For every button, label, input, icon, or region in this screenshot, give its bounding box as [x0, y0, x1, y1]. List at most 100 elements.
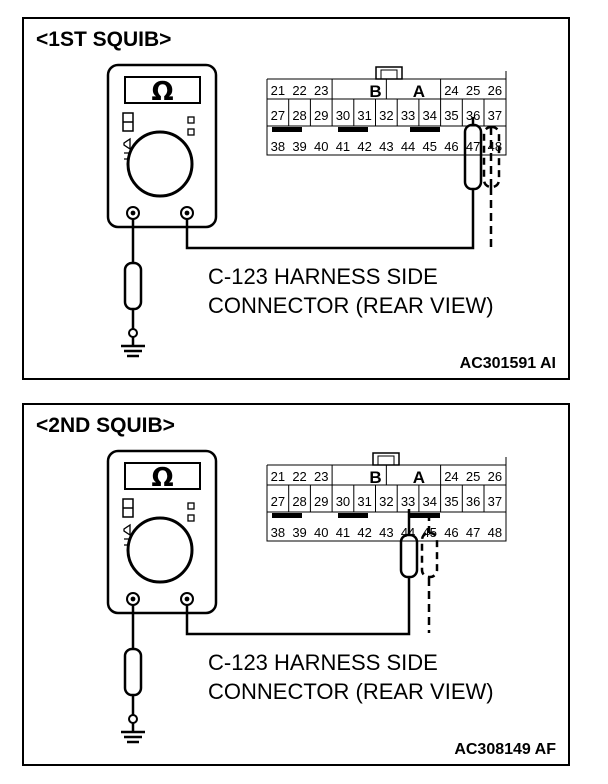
figure-id: AC301591 AI — [459, 355, 556, 372]
connector-pins: 21 22 23 24 25 26 27 28 29 30 31 32 33 34 35 36 37 38 39 40… — [271, 79, 502, 154]
polarity-bar — [338, 127, 368, 132]
test-lead — [185, 509, 439, 636]
pin-label: 32 — [379, 108, 393, 123]
pin-label: 36 — [466, 108, 480, 123]
pin-label: 30 — [336, 108, 350, 123]
pin-label: 31 — [357, 494, 371, 509]
connector-caption: C-123 HARNESS SIDE CONNECTOR (REAR VIEW) — [208, 262, 494, 320]
pin-label: 47 — [466, 139, 480, 154]
pin-label: 26 — [488, 469, 502, 484]
pin-label: 21 — [271, 469, 285, 484]
panel-title: <2ND SQUIB> — [36, 414, 175, 437]
polarity-bar — [272, 513, 302, 518]
pin-label: 28 — [292, 108, 306, 123]
cavity-label-a: A — [413, 82, 425, 101]
pin-label: 38 — [271, 525, 285, 540]
pin-label: 34 — [423, 494, 437, 509]
ohmmeter-display — [124, 462, 201, 490]
ground-probe — [123, 261, 143, 311]
pin-label: 29 — [314, 494, 328, 509]
pin-label: 43 — [379, 139, 393, 154]
pin-label: 42 — [357, 139, 371, 154]
second-squib-panel: Ω — [22, 403, 570, 766]
panel-title: <1ST SQUIB> — [36, 28, 172, 51]
ohm-symbol: Ω — [151, 77, 173, 107]
pin-label: 47 — [466, 525, 480, 540]
ohmmeter: Ω — [106, 449, 218, 615]
pin-label: 28 — [292, 494, 306, 509]
range-dial — [126, 516, 194, 584]
ground-icon — [121, 344, 145, 358]
connector-lock — [375, 66, 403, 80]
caption-line-1: C-123 HARNESS SIDE — [208, 264, 438, 289]
pin-label: 30 — [336, 494, 350, 509]
first-squib-diagram: Ω — [106, 63, 507, 358]
pin-label: 44 — [401, 139, 415, 154]
ground-lead — [121, 605, 145, 744]
pin-label: 48 — [488, 525, 502, 540]
pin-label: 46 — [444, 525, 458, 540]
pin-label: 45 — [423, 525, 437, 540]
caption-line-2: CONNECTOR (REAR VIEW) — [208, 679, 494, 704]
pin-label: 26 — [488, 83, 502, 98]
pin-label: 29 — [314, 108, 328, 123]
pin-label: 40 — [314, 525, 328, 540]
cavity-label-a: A — [413, 468, 425, 487]
pin-label: 21 — [271, 83, 285, 98]
pin-label: 43 — [379, 525, 393, 540]
pin-label: 24 — [444, 83, 458, 98]
alternate-probe — [420, 531, 439, 579]
pin-label: 23 — [314, 83, 328, 98]
caption-line-1: C-123 HARNESS SIDE — [208, 650, 438, 675]
test-probe — [463, 123, 483, 191]
pin-label: 22 — [292, 469, 306, 484]
pin-label: 36 — [466, 494, 480, 509]
first-squib-panel: Ω — [22, 17, 570, 380]
pin-label: 38 — [271, 139, 285, 154]
caption-line-2: CONNECTOR (REAR VIEW) — [208, 293, 494, 318]
alternate-probe — [482, 125, 501, 189]
polarity-bar — [338, 513, 368, 518]
pin-label: 44 — [401, 525, 415, 540]
polarity-bar — [410, 513, 440, 518]
pin-label: 39 — [292, 139, 306, 154]
pin-label: 34 — [423, 108, 437, 123]
pin-label: 48 — [488, 139, 502, 154]
polarity-bar — [410, 127, 440, 132]
pin-label: 27 — [271, 108, 285, 123]
pin-label: 40 — [314, 139, 328, 154]
ohmmeter-display — [124, 76, 201, 104]
pin-label: 39 — [292, 525, 306, 540]
pin-label: 41 — [336, 525, 350, 540]
connector-lock — [372, 452, 400, 466]
ground-probe — [123, 647, 143, 697]
cavity-label-b: B — [369, 82, 381, 101]
polarity-bar — [272, 127, 302, 132]
pin-label: 25 — [466, 83, 480, 98]
pin-label: 41 — [336, 139, 350, 154]
ground-lead — [121, 219, 145, 358]
figure-id: AC308149 AF — [454, 741, 556, 758]
ohm-symbol: Ω — [151, 463, 173, 493]
test-lead — [185, 117, 501, 250]
pin-label: 37 — [488, 494, 502, 509]
connector-c123: 21 22 23 24 25 26 27 28 29 30 31 32 33 34 35 36 37 38 39 40… — [266, 66, 507, 156]
range-dial — [126, 130, 194, 198]
pin-label: 31 — [357, 108, 371, 123]
ohmmeter: Ω — [106, 63, 218, 229]
pin-label: 27 — [271, 494, 285, 509]
pin-label: 24 — [444, 469, 458, 484]
connector-caption: C-123 HARNESS SIDE CONNECTOR (REAR VIEW) — [208, 648, 494, 706]
pin-label: 25 — [466, 469, 480, 484]
ground-icon — [121, 730, 145, 744]
pin-label: 23 — [314, 469, 328, 484]
pin-label: 35 — [444, 108, 458, 123]
pin-label: 33 — [401, 108, 415, 123]
cavity-label-b: B — [369, 468, 381, 487]
pin-label: 46 — [444, 139, 458, 154]
pin-label: 37 — [488, 108, 502, 123]
pin-label: 45 — [423, 139, 437, 154]
pin-label: 22 — [292, 83, 306, 98]
